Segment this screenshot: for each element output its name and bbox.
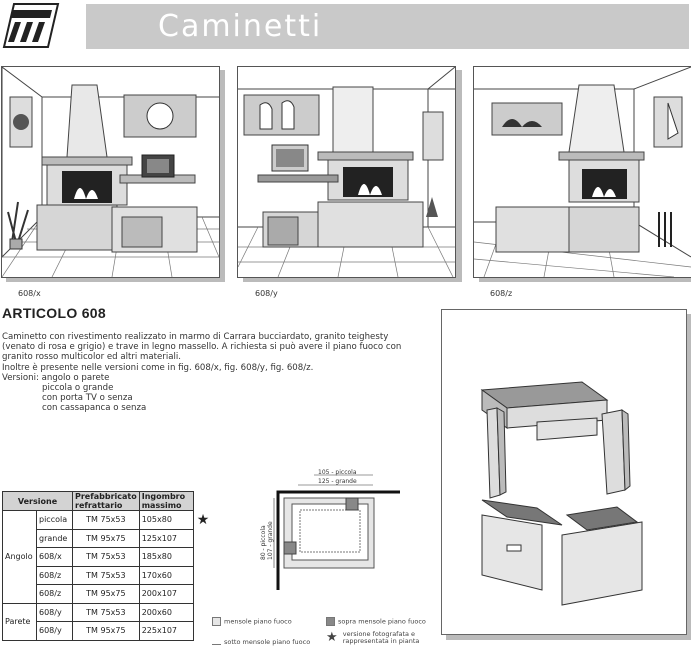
description-line: (venato di rosa e grigio) e trave in leg… (2, 342, 402, 353)
dim-left-1: 80 - piccola (260, 525, 267, 560)
row-size: 608/z (36, 584, 73, 604)
description-line: Caminetto con rivestimento realizzato in… (2, 332, 389, 342)
dim-left-2: 107 - grande (267, 521, 274, 560)
swatch-dark-icon (326, 617, 335, 626)
version-line: con cassapanca o senza (42, 403, 147, 414)
legend-label: rappresentata in pianta (342, 636, 420, 645)
fireplace-scene-x (1, 66, 220, 278)
row-ingombro: 170x60 (138, 565, 194, 585)
group-name: Parete (2, 602, 37, 641)
legend-label: mensole piano fuoco (224, 617, 292, 626)
legend-item-3: sotto mensole piano fuoco (212, 638, 310, 646)
description-line: Versioni: angolo o parete (2, 372, 110, 383)
star-icon: ★ (326, 630, 338, 645)
row-ingombro: 225x107 (138, 621, 194, 641)
table-row: grande TM 95x75 125x107 (3, 528, 212, 548)
dim-top-2: 125 - grande (318, 478, 357, 485)
legend-label: sotto mensole piano fuoco (224, 638, 311, 646)
legend-item-1: mensole piano fuoco (212, 617, 292, 626)
row-ingombro: 200x107 (138, 584, 194, 604)
header-prefab: Prefabbricato refrattario (72, 491, 140, 511)
table-row: 608/z TM 75x53 170x60 (3, 565, 212, 585)
row-prefab: TM 95x75 (72, 621, 140, 641)
row-ingombro: 125x107 (138, 528, 194, 548)
row-ingombro: 185x80 (138, 547, 194, 567)
scene-caption-y: 608/y (255, 289, 278, 298)
brand-logo (2, 3, 60, 48)
table-row: Angolo piccola TM 75x53 105x80 ★ (2, 510, 212, 604)
row-size: 608/z (36, 565, 73, 585)
page-header: Caminetti (86, 4, 689, 49)
fireplace-scene-y (237, 66, 456, 278)
row-size: piccola (36, 510, 73, 530)
row-ingombro: 200x60 (138, 602, 194, 622)
table-row: Parete 608/y TM 75x53 200x60 (2, 602, 212, 641)
scene-caption-z: 608/z (490, 289, 513, 298)
row-size: grande (36, 528, 73, 548)
specifications-table: Versione Prefabbricato refrattario Ingom… (2, 491, 212, 641)
row-prefab: TM 75x53 (72, 510, 140, 530)
exploded-view-diagram (441, 309, 687, 635)
scene-caption-x: 608/x (18, 289, 41, 298)
table-row: 608/y TM 95x75 225x107 (3, 621, 212, 641)
header-versione: Versione (2, 491, 73, 511)
swatch-light-icon (212, 617, 221, 626)
legend-label: sopra mensole piano fuoco (338, 617, 426, 626)
dim-top-1: 105 - piccola (318, 469, 357, 476)
floor-plan-diagram: 105 - piccola 125 - grande 80 - piccola … (258, 468, 408, 596)
row-size: 608/x (36, 547, 73, 567)
version-line: piccola o grande (42, 383, 114, 394)
row-prefab: TM 95x75 (72, 528, 140, 548)
star-icon: ★ (196, 511, 210, 528)
row-prefab: TM 75x53 (72, 565, 140, 585)
fireplace-scene-z (473, 66, 691, 278)
group-name: Angolo (2, 510, 37, 604)
legend-item-4: ★ versione fotografata e rappresentata i… (326, 630, 419, 645)
swatch-line-icon (212, 640, 221, 645)
row-size: 608/y (36, 602, 73, 622)
table-header-row: Versione Prefabbricato refrattario Ingom… (2, 491, 212, 511)
row-ingombro: 105x80 (138, 510, 194, 530)
row-prefab: TM 95x75 (72, 584, 140, 604)
table-row: 608/x TM 75x53 185x80 (3, 547, 212, 567)
article-description: Caminetto con rivestimento realizzato in… (2, 332, 427, 414)
page-title: Caminetti (158, 9, 323, 44)
description-line: granito rosso multicolor ed altri materi… (2, 352, 181, 363)
row-prefab: TM 75x53 (72, 547, 140, 567)
article-title: ARTICOLO 608 (2, 305, 106, 321)
description-line: Inoltre è presente nelle versioni come i… (2, 362, 314, 373)
legend-label: versione fotografata e (342, 629, 416, 638)
row-size: 608/y (36, 621, 73, 641)
row-prefab: TM 75x53 (72, 602, 140, 622)
legend-item-2: sopra mensole piano fuoco (326, 617, 426, 626)
version-line: con porta TV o senza (42, 393, 133, 404)
header-ingombro: Ingombro massimo (138, 491, 194, 511)
